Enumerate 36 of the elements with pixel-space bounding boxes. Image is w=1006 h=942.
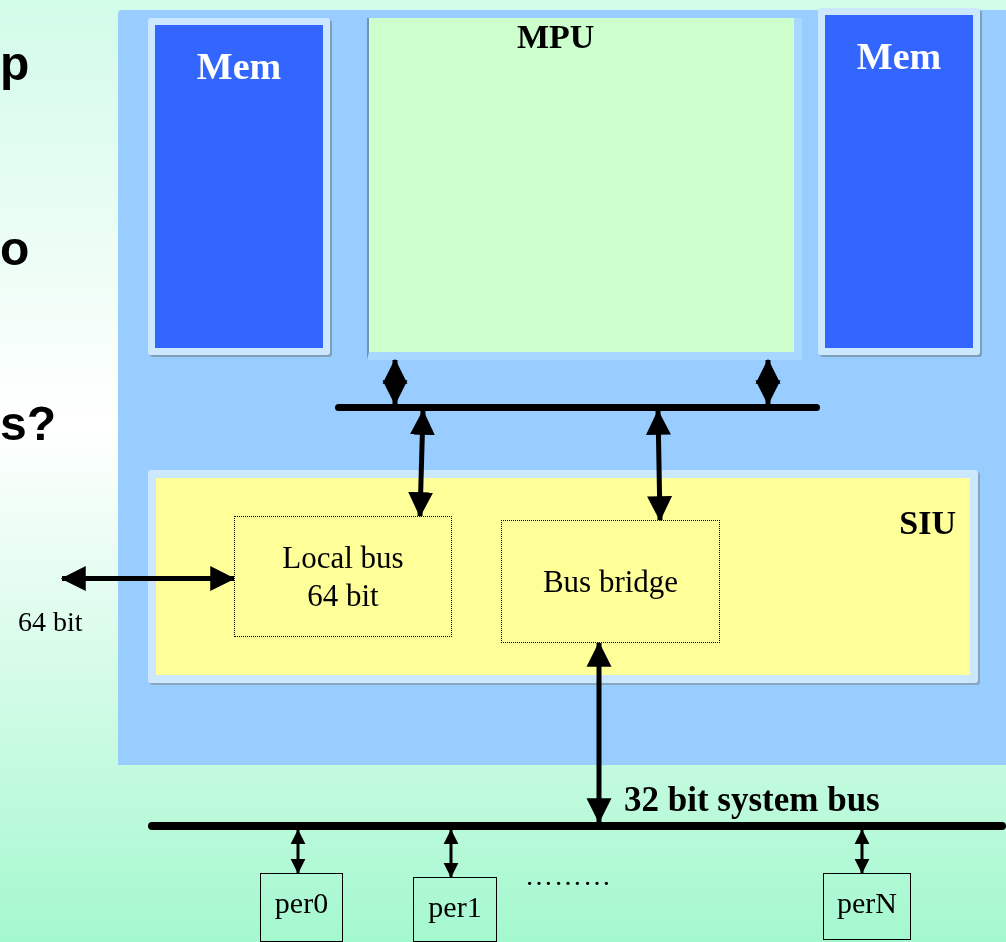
node-label: SIU [899,506,956,540]
interface-unit-block [148,470,978,683]
heading-fragment: s? [0,400,56,448]
ellipsis-text: ……… [525,862,612,890]
bus-line [148,822,1006,830]
processor-block [367,18,802,360]
bus-arrow [408,409,435,518]
bus-arrow [586,641,612,824]
node-label: Local bus 64 bit [281,538,405,615]
bus-arrow [290,829,306,874]
edge-label: 64 bit [18,608,83,636]
bus-arrow [854,829,870,874]
memory-block [148,18,330,355]
bus-arrow [60,566,236,591]
bus-line [335,404,820,411]
peripheral-box [413,877,497,942]
node-label: Bus bridge [541,562,680,601]
bus-label: 32 bit system bus [624,782,880,817]
peripheral-box [823,873,911,940]
node-label: Mem [195,47,283,85]
node-label: Mem [855,37,943,75]
bus-arrow [443,829,459,878]
node-label: per1 [427,892,483,922]
function-box [234,516,452,637]
bus-arrow [382,358,408,406]
chip-panel [118,10,1006,765]
heading-fragment: p [0,40,30,88]
node-label: per0 [273,888,330,918]
node-label: MPU [517,20,595,54]
bus-arrow [645,409,673,522]
node-label: perN [836,888,898,918]
memory-block [818,8,980,355]
bus-arrow [755,358,781,406]
function-box [501,520,720,643]
heading-fragment: o [0,225,30,273]
peripheral-box [260,873,343,942]
